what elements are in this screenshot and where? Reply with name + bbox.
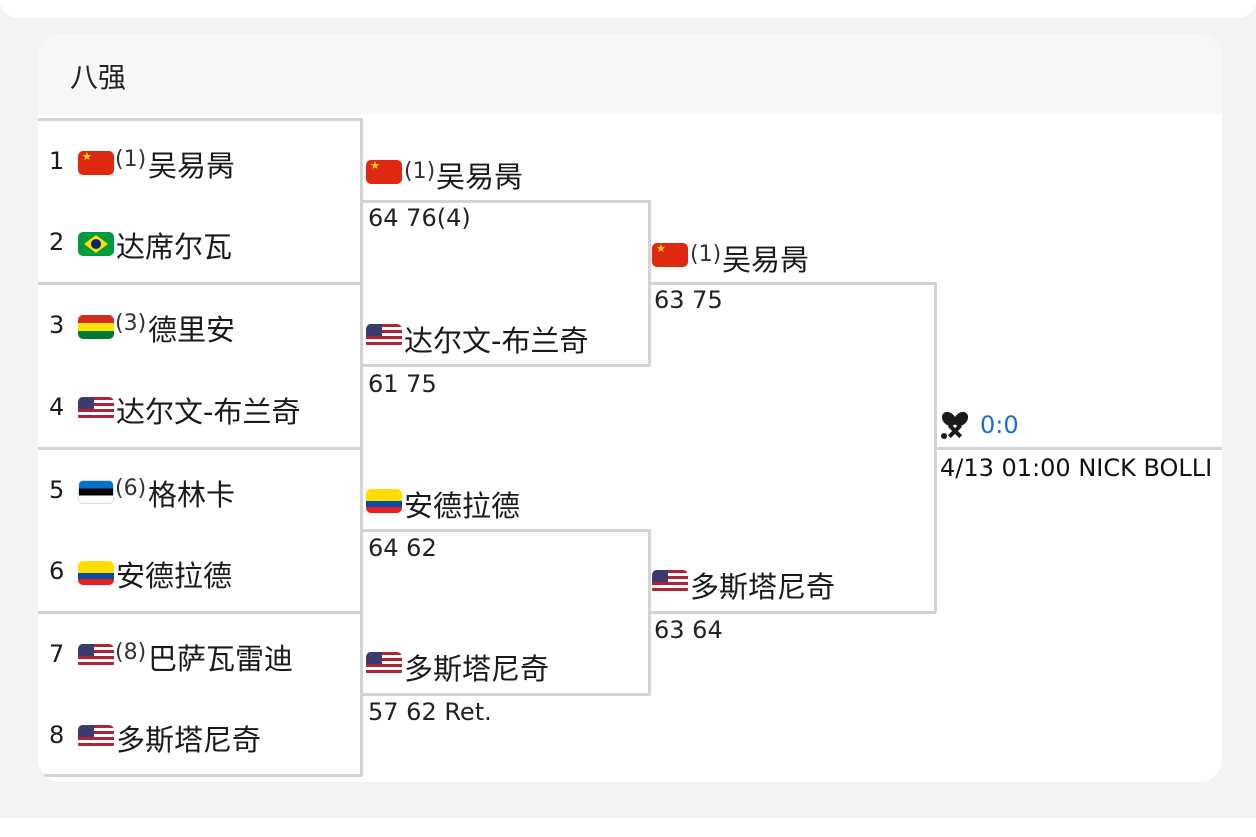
- tennis-rackets-icon: [941, 411, 969, 439]
- draw-position: 1: [49, 147, 65, 175]
- seed-tag: (1): [690, 242, 722, 267]
- round2-player-3[interactable]: 安德拉德: [366, 485, 636, 523]
- player-name: 多斯塔尼奇: [116, 723, 262, 757]
- round-title: 八强: [70, 61, 127, 94]
- draw-position: 7: [49, 640, 65, 668]
- round2-player-4[interactable]: 多斯塔尼奇: [366, 648, 636, 686]
- brazil-flag-icon: [78, 232, 114, 256]
- match-schedule: 4/13 01:00 NICK BOLLI: [940, 454, 1213, 482]
- bracket-line: [362, 200, 650, 203]
- bracket-line: [934, 282, 937, 612]
- ecuador-flag-icon: [366, 489, 402, 513]
- bracket-line: [38, 447, 362, 450]
- draw-position: 4: [49, 393, 65, 421]
- estonia-flag-icon: [78, 480, 114, 504]
- seed-tag: (1): [115, 147, 147, 172]
- player-name: 多斯塔尼奇: [404, 652, 550, 686]
- match-score: 61 75: [368, 370, 437, 398]
- bracket-line: [38, 282, 362, 285]
- bracket-line: [650, 611, 936, 614]
- seed-tag: (1): [404, 159, 436, 184]
- match-score: 57 62 Ret.: [368, 698, 492, 726]
- bracket-card: 八强 1 (1) 吴易昺 2 达席尔瓦 3 (3) 德里安 4 达尔文-布兰奇: [38, 34, 1222, 782]
- match-score: 64 76(4): [368, 204, 471, 232]
- bracket-line: [650, 282, 936, 285]
- china-flag-icon: [366, 160, 402, 184]
- match-score: 63 75: [654, 286, 723, 314]
- next-card-edge: [0, 818, 1256, 837]
- player-name: 巴萨瓦雷迪: [148, 642, 294, 676]
- draw-position: 6: [49, 557, 65, 585]
- round1-player-2[interactable]: 2 达席尔瓦: [38, 202, 360, 282]
- player-name: 多斯塔尼奇: [690, 570, 836, 604]
- seed-tag: (6): [115, 476, 147, 501]
- usa-flag-icon: [78, 397, 114, 421]
- usa-flag-icon: [78, 644, 114, 668]
- player-name: 安德拉德: [116, 559, 233, 593]
- card-header: 八强: [38, 34, 1222, 114]
- round3-player-1[interactable]: (1) 吴易昺: [652, 239, 922, 277]
- bracket-line: [362, 529, 650, 532]
- draw-position: 8: [49, 721, 65, 749]
- player-name: 达席尔瓦: [116, 230, 233, 264]
- match-score: 64 62: [368, 534, 437, 562]
- draw-position: 3: [49, 311, 65, 339]
- china-flag-icon: [652, 243, 688, 267]
- bracket-line: [362, 693, 650, 696]
- round1-player-7[interactable]: 7 (8) 巴萨瓦雷迪: [38, 614, 360, 694]
- round1-player-8[interactable]: 8 多斯塔尼奇: [38, 695, 360, 775]
- player-name: 吴易昺: [722, 243, 810, 277]
- previous-card-edge: [0, 0, 1256, 18]
- player-name: 格林卡: [148, 478, 236, 512]
- bracket-line: [38, 774, 362, 777]
- seed-tag: (3): [115, 311, 147, 336]
- player-name: 达尔文-布兰奇: [404, 324, 589, 358]
- match-score: 63 64: [654, 616, 723, 644]
- player-name: 吴易昺: [148, 149, 236, 183]
- china-flag-icon: [78, 151, 114, 175]
- seed-tag: (8): [115, 640, 147, 665]
- round1-player-6[interactable]: 6 安德拉德: [38, 531, 360, 611]
- live-score[interactable]: 0:0: [980, 411, 1019, 439]
- round1-player-1[interactable]: 1 (1) 吴易昺: [38, 121, 360, 201]
- usa-flag-icon: [78, 725, 114, 749]
- bracket-line: [38, 118, 362, 121]
- bracket-line: [648, 529, 651, 695]
- round2-player-1[interactable]: (1) 吴易昺: [366, 156, 636, 194]
- bracket-line: [648, 200, 651, 366]
- round1-player-5[interactable]: 5 (6) 格林卡: [38, 450, 360, 530]
- ecuador-flag-icon: [78, 561, 114, 585]
- usa-flag-icon: [652, 570, 688, 594]
- bracket-line: [936, 447, 1222, 450]
- player-name: 安德拉德: [404, 489, 521, 523]
- round1-player-3[interactable]: 3 (3) 德里安: [38, 285, 360, 365]
- draw-position: 5: [49, 476, 65, 504]
- round2-player-2[interactable]: 达尔文-布兰奇: [366, 320, 636, 358]
- usa-flag-icon: [366, 324, 402, 348]
- round3-player-2[interactable]: 多斯塔尼奇: [652, 566, 922, 604]
- player-name: 德里安: [148, 313, 236, 347]
- bracket-line: [362, 364, 650, 367]
- player-name: 吴易昺: [436, 160, 524, 194]
- player-name: 达尔文-布兰奇: [116, 395, 301, 429]
- usa-flag-icon: [366, 652, 402, 676]
- bracket-line: [38, 611, 362, 614]
- round1-player-4[interactable]: 4 达尔文-布兰奇: [38, 367, 360, 447]
- draw-position: 2: [49, 228, 65, 256]
- bolivia-flag-icon: [78, 315, 114, 339]
